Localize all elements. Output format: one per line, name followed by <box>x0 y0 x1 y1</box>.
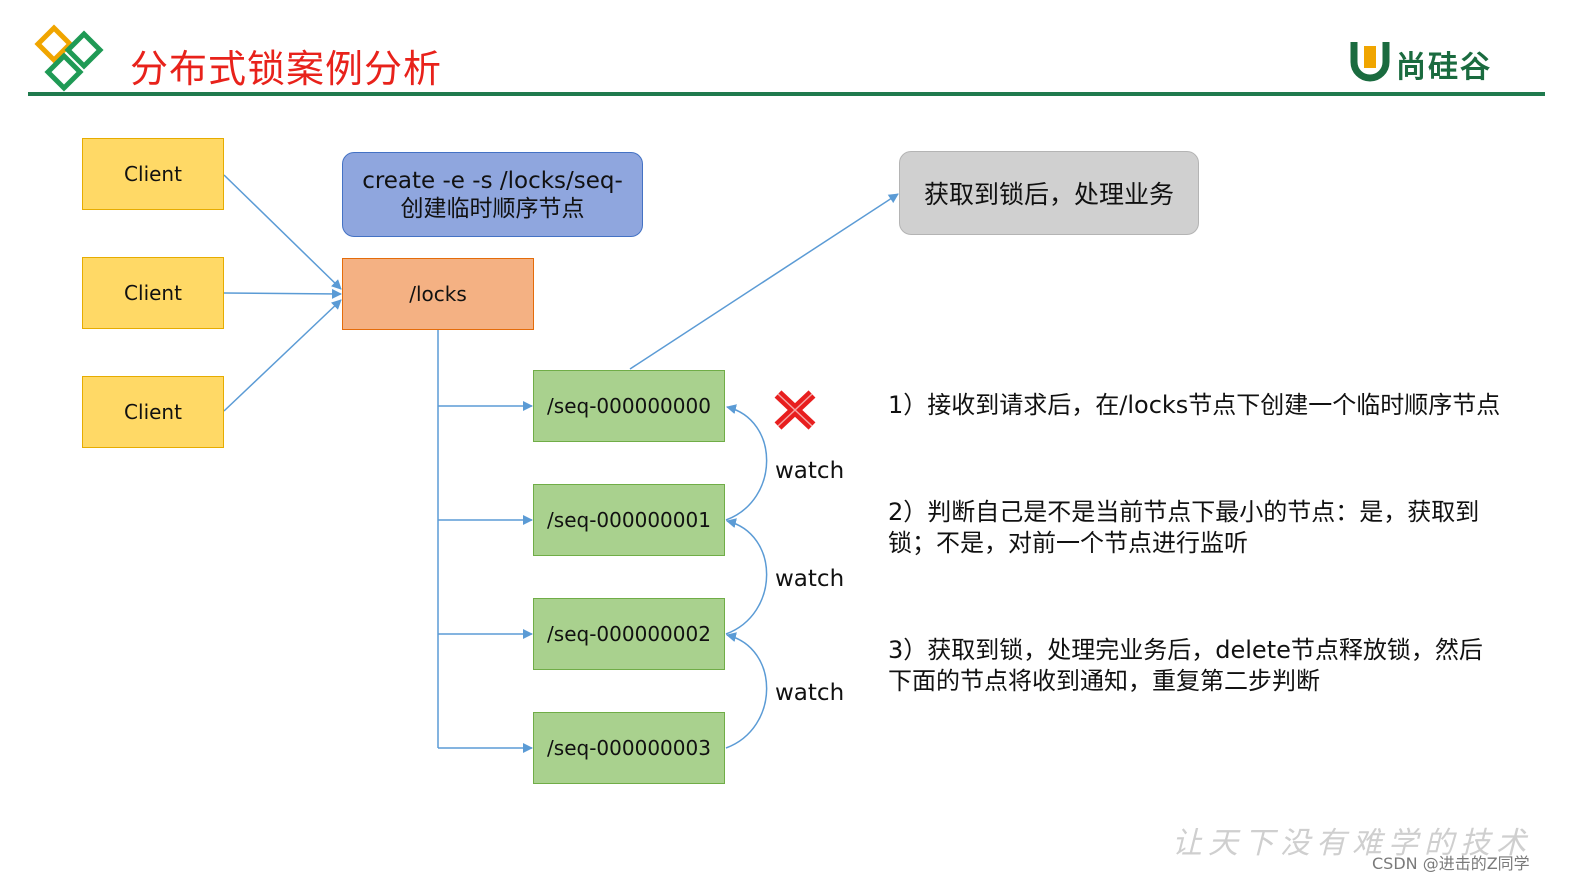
seq-node-2: /seq-000000002 <box>533 598 725 670</box>
watch-label-2: watch <box>775 566 845 592</box>
watch-label-1: watch <box>775 458 845 484</box>
watch-curve-1 <box>725 404 768 521</box>
seq-node-1: /seq-000000001 <box>533 484 725 556</box>
watch-label-3: watch <box>775 680 845 706</box>
brand-u-icon <box>1350 42 1390 82</box>
watch-curve-3 <box>725 632 768 749</box>
client-box-3: Client <box>82 376 224 448</box>
step-2-line-1: 2）判断自己是不是当前节点下最小的节点：是，获取到 <box>888 498 1480 526</box>
header-divider <box>28 92 1545 96</box>
client-box-2: Client <box>82 257 224 329</box>
create-command-line: create -e -s /locks/seq- <box>362 167 623 194</box>
acquire-lock-box: 获取到锁后，处理业务 <box>899 151 1199 235</box>
diamond-logo-icon <box>34 24 104 92</box>
seq0-to-acquire-arrow <box>629 193 899 370</box>
client3-to-locks-arrow <box>223 299 342 412</box>
client2-to-locks-arrow <box>223 288 342 299</box>
step-3-text: 3）获取到锁，处理完业务后，delete节点释放锁，然后 下面的节点将收到通知，… <box>888 635 1538 697</box>
step-1-line-1: 1）接收到请求后，在/locks节点下创建一个临时顺序节点 <box>888 391 1501 419</box>
step-1-text: 1）接收到请求后，在/locks节点下创建一个临时顺序节点 <box>888 390 1538 421</box>
page-title: 分布式锁案例分析 <box>130 47 443 91</box>
step-3-line-2: 下面的节点将收到通知，重复第二步判断 <box>888 667 1320 695</box>
watch-curve-2 <box>725 518 768 635</box>
red-cross-icon <box>774 390 816 430</box>
locks-node: /locks <box>342 258 534 330</box>
seq-node-3: /seq-000000003 <box>533 712 725 784</box>
create-description-line: 创建临时顺序节点 <box>400 195 585 222</box>
create-command-box: create -e -s /locks/seq- 创建临时顺序节点 <box>342 152 643 237</box>
csdn-watermark: CSDN @进击的Z同学 <box>1372 854 1530 873</box>
step-3-line-1: 3）获取到锁，处理完业务后，delete节点释放锁，然后 <box>888 636 1483 664</box>
brand-name: 尚硅谷 <box>1396 50 1492 85</box>
step-2-line-2: 锁；不是，对前一个节点进行监听 <box>888 529 1248 557</box>
step-2-text: 2）判断自己是不是当前节点下最小的节点：是，获取到 锁；不是，对前一个节点进行监… <box>888 497 1538 559</box>
client-box-1: Client <box>82 138 224 210</box>
slogan-text: 让天下没有难学的技术 <box>1172 826 1532 861</box>
client1-to-locks-arrow <box>223 174 342 290</box>
seq-node-0: /seq-000000000 <box>533 370 725 442</box>
